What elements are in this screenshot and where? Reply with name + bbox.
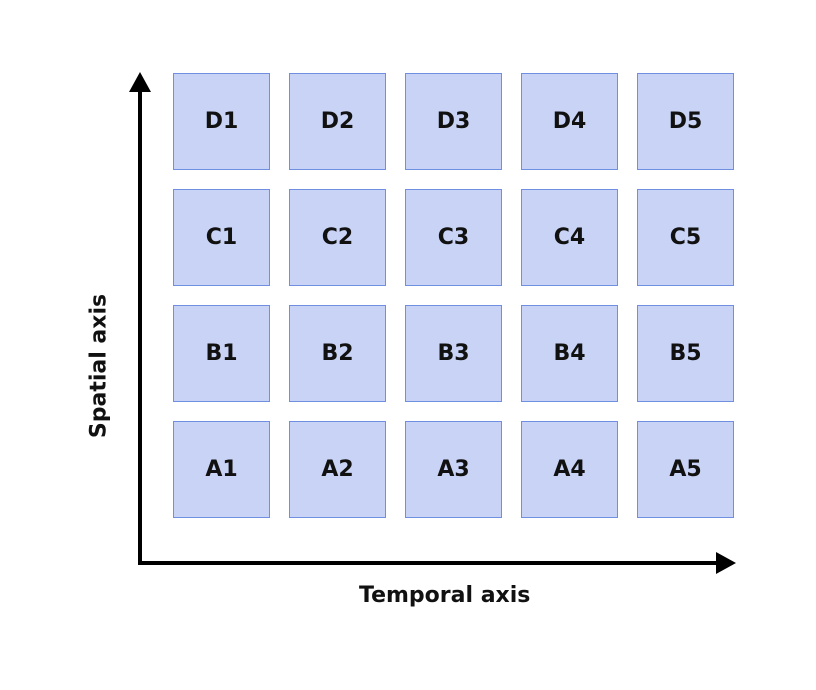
grid-cell-b4: B4 [521, 305, 618, 402]
grid-cell-a1: A1 [173, 421, 270, 518]
grid-cell-c5: C5 [637, 189, 734, 286]
grid-cell-d3: D3 [405, 73, 502, 170]
y-axis-arrowhead [129, 72, 151, 92]
grid-cell-d2: D2 [289, 73, 386, 170]
grid-cell-b1: B1 [173, 305, 270, 402]
grid-cell-b2: B2 [289, 305, 386, 402]
grid-cell-c1: C1 [173, 189, 270, 286]
grid-cell-d4: D4 [521, 73, 618, 170]
grid-cell-c4: C4 [521, 189, 618, 286]
y-axis-label: Spatial axis [86, 293, 112, 439]
grid-cell-d1: D1 [173, 73, 270, 170]
grid-cell-b5: B5 [637, 305, 734, 402]
x-axis-label: Temporal axis [359, 583, 531, 608]
grid-cell-a4: A4 [521, 421, 618, 518]
grid-cell-d5: D5 [637, 73, 734, 170]
grid-cell-c3: C3 [405, 189, 502, 286]
grid-cell-b3: B3 [405, 305, 502, 402]
grid-cell-a5: A5 [637, 421, 734, 518]
grid-cell-a2: A2 [289, 421, 386, 518]
x-axis-arrowhead [716, 552, 736, 574]
grid-cell-a3: A3 [405, 421, 502, 518]
grid-cell-c2: C2 [289, 189, 386, 286]
